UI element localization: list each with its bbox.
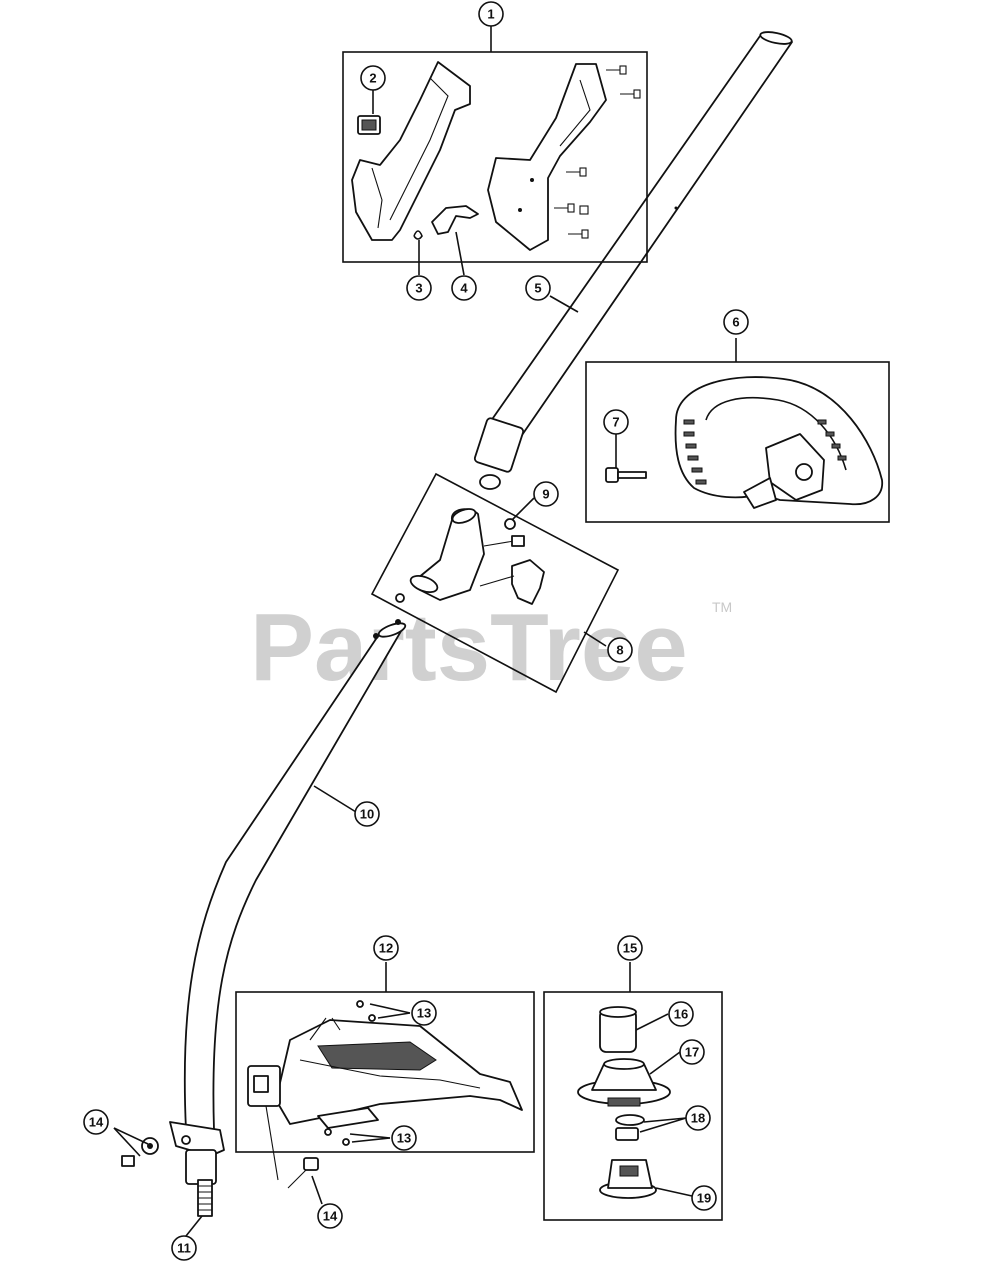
svg-text:19: 19 <box>697 1191 711 1206</box>
handle-assembly <box>342 26 648 313</box>
svg-text:17: 17 <box>685 1045 699 1060</box>
svg-text:1: 1 <box>487 7 494 22</box>
callout-8[interactable]: 8 <box>607 637 633 663</box>
svg-text:6: 6 <box>732 315 739 330</box>
coupler-assembly <box>370 472 620 694</box>
svg-text:13: 13 <box>397 1131 411 1146</box>
callout-3[interactable]: 3 <box>406 275 432 301</box>
gear-head-assembly <box>543 962 723 1221</box>
svg-text:13: 13 <box>417 1006 431 1021</box>
svg-text:3: 3 <box>415 281 422 296</box>
svg-text:14: 14 <box>323 1209 338 1224</box>
svg-text:11: 11 <box>177 1241 191 1256</box>
callout-14-lower[interactable]: 14 <box>317 1203 343 1229</box>
callout-11[interactable]: 11 <box>171 1235 197 1261</box>
guard-assembly <box>235 962 535 1205</box>
svg-text:7: 7 <box>612 415 619 430</box>
callout-1[interactable]: 1 <box>478 1 504 27</box>
callout-5[interactable]: 5 <box>525 275 551 301</box>
svg-text:4: 4 <box>460 281 468 296</box>
watermark: PartsTree TM <box>250 594 732 701</box>
svg-text:10: 10 <box>360 807 374 822</box>
callout-18[interactable]: 18 <box>685 1105 711 1131</box>
callout-10[interactable]: 10 <box>354 801 380 827</box>
callout-19[interactable]: 19 <box>691 1185 717 1211</box>
callout-6[interactable]: 6 <box>723 309 749 335</box>
upper-shaft <box>473 31 793 490</box>
callout-15[interactable]: 15 <box>617 935 643 961</box>
callout-9[interactable]: 9 <box>533 481 559 507</box>
svg-text:8: 8 <box>616 643 623 658</box>
callouts: 1 2 3 4 5 6 7 8 9 10 11 12 13 13 14 14 1… <box>83 1 749 1261</box>
shaft-bracket <box>113 1121 225 1237</box>
callout-7[interactable]: 7 <box>603 409 629 435</box>
svg-text:12: 12 <box>379 941 393 956</box>
svg-text:18: 18 <box>691 1111 705 1126</box>
assist-handle <box>585 338 890 523</box>
callout-13-upper[interactable]: 13 <box>411 1000 437 1026</box>
svg-text:2: 2 <box>369 71 376 86</box>
callout-2[interactable]: 2 <box>360 65 386 91</box>
svg-text:16: 16 <box>674 1007 688 1022</box>
svg-text:5: 5 <box>534 281 541 296</box>
callout-16[interactable]: 16 <box>668 1001 694 1027</box>
callout-17[interactable]: 17 <box>679 1039 705 1065</box>
callout-14-left[interactable]: 14 <box>83 1109 109 1135</box>
svg-text:14: 14 <box>89 1115 104 1130</box>
callout-4[interactable]: 4 <box>451 275 477 301</box>
callout-12[interactable]: 12 <box>373 935 399 961</box>
callout-13-lower[interactable]: 13 <box>391 1125 417 1151</box>
svg-text:9: 9 <box>542 487 549 502</box>
svg-text:15: 15 <box>623 941 637 956</box>
watermark-trademark: TM <box>712 599 732 615</box>
